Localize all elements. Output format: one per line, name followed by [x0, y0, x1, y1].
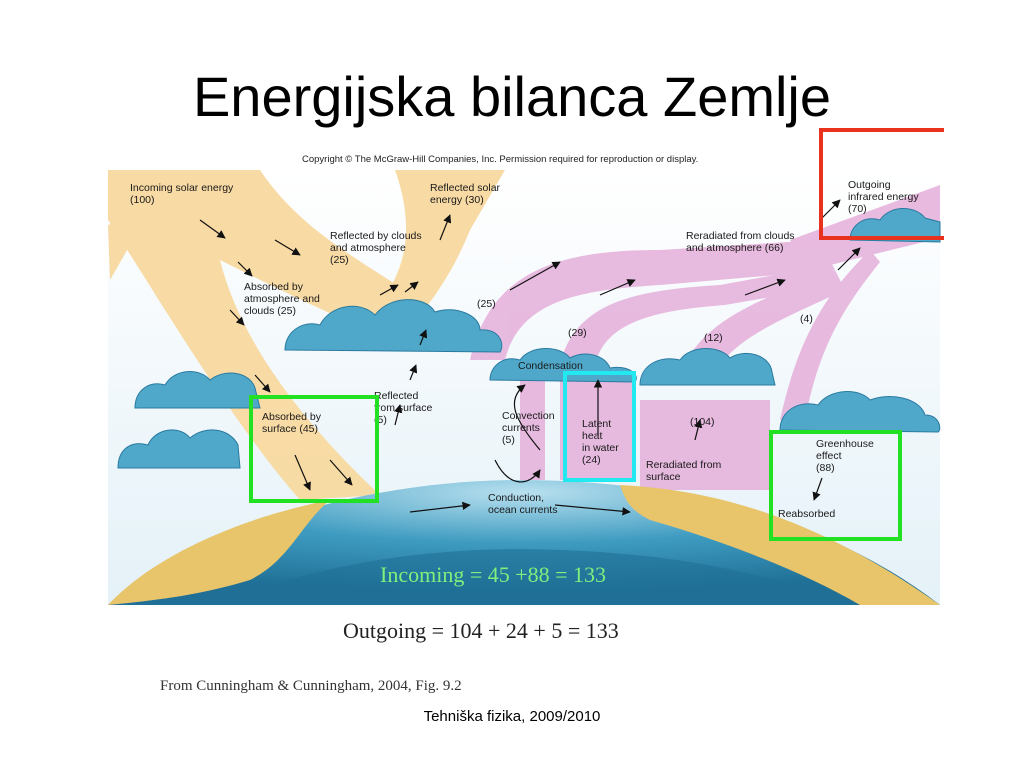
label-incoming-solar: Incoming solar energy (100) [130, 182, 234, 206]
slide-title: Energijska bilanca Zemlje [192, 65, 832, 128]
ocean-band [230, 549, 840, 600]
label-outgoing-infrared: Outgoing infrared energy (70) [848, 179, 919, 215]
label-condensation: Condensation [518, 360, 583, 372]
clouds [117, 208, 941, 469]
label-reflected-surface: Reflected from surface (5) [374, 390, 433, 426]
label-value-12: (12) [704, 332, 723, 344]
outgoing-equation: Outgoing = 104 + 24 + 5 = 133 [343, 618, 619, 643]
label-reradiated-surface: Reradiated from surface [646, 459, 722, 483]
earth [108, 480, 940, 605]
label-value-25: (25) [477, 298, 496, 310]
copyright-notice: Copyright © The McGraw-Hill Companies, I… [302, 154, 699, 165]
label-absorbed-surface: Absorbed by surface (45) [262, 411, 321, 435]
label-value-29: (29) [568, 327, 587, 339]
label-reflected-clouds: Reflected by clouds and atmosphere (25) [330, 230, 422, 266]
highlight-latent-heat-box [563, 371, 636, 482]
label-conduction: Conduction, ocean currents [488, 492, 558, 516]
flow-arrows [199, 199, 861, 516]
label-value-4: (4) [800, 313, 813, 325]
infrared-bands [470, 185, 940, 490]
land-right [620, 485, 940, 605]
label-convection: Convection currents (5) [502, 410, 555, 446]
highlight-greenhouse-box [769, 430, 902, 541]
label-reabsorbed: Reabsorbed [778, 508, 836, 520]
label-value-104: (104) [690, 416, 715, 428]
source-citation: From Cunningham & Cunningham, 2004, Fig.… [160, 678, 462, 694]
label-reradiated-clouds: Reradiated from clouds and atmosphere (6… [686, 230, 795, 254]
highlight-absorbed-surface-box [249, 395, 379, 503]
label-absorbed-atmosphere: Absorbed by atmosphere and clouds (25) [244, 281, 320, 317]
incoming-equation: Incoming = 45 +88 = 133 [380, 562, 607, 587]
land-left [108, 500, 330, 605]
slide-footer: Tehniška fizika, 2009/2010 [423, 708, 601, 725]
highlight-outgoing-infrared-box [819, 128, 944, 240]
label-reflected-solar: Reflected solar energy (30) [430, 182, 501, 206]
label-greenhouse: Greenhouse effect (88) [816, 438, 874, 474]
label-latent-heat: Latent heat in water (24) [582, 418, 619, 466]
